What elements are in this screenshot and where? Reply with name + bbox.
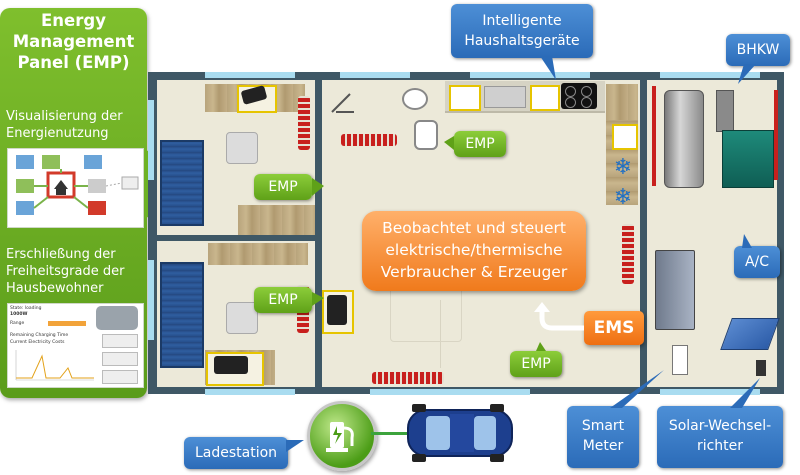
- lamp-icon: [214, 356, 248, 374]
- heater-icon: [341, 134, 397, 146]
- pipe: [652, 86, 656, 186]
- window: [470, 72, 590, 78]
- ems-label: EMS: [584, 311, 644, 345]
- thumb-remaining: Remaining Charging Time: [10, 333, 69, 338]
- visualisierung-label: Visualisierung der Energienutzung: [6, 109, 123, 141]
- smart-appliance: [530, 85, 560, 111]
- thumb-range-bar: [48, 321, 86, 326]
- oven-icon: [612, 124, 638, 150]
- emp-badge[interactable]: EMP: [254, 174, 312, 200]
- meter-icon: [672, 345, 688, 375]
- energy-visualisation-thumbnail: [7, 148, 144, 228]
- energy-flow-mini-diagram: [16, 155, 139, 215]
- plug-icon: [326, 422, 354, 452]
- freezer-icon: ❄: [613, 155, 633, 180]
- server-icon: [655, 250, 695, 330]
- sink-icon: [484, 86, 526, 108]
- heater-icon: [622, 224, 634, 284]
- electric-car-icon: [407, 404, 513, 462]
- thumb-range: Range: [10, 321, 25, 326]
- wood-floor: [606, 84, 638, 120]
- stove-icon: [561, 83, 597, 109]
- ac-label: A/C: [734, 246, 780, 278]
- chimney: [716, 90, 734, 132]
- window: [370, 389, 530, 395]
- thumb-line-chart: [15, 350, 94, 381]
- chair: [226, 302, 258, 334]
- storage-tank: [664, 90, 704, 188]
- couch-outline: [440, 300, 463, 368]
- inverter-icon: [756, 360, 766, 376]
- smart-meter-label: Smart Meter: [567, 406, 639, 468]
- emp-badge[interactable]: EMP: [454, 131, 506, 157]
- pipe: [774, 90, 778, 180]
- bed: [160, 140, 204, 226]
- wood-floor: [208, 243, 308, 265]
- thumb-state: State: loading: [10, 306, 42, 311]
- intelligente-haushaltsgeraete-label: Intelligente Haushaltsgeräte: [451, 4, 593, 58]
- window: [660, 389, 760, 395]
- freezer-icon: ❄: [613, 185, 633, 210]
- erschliessung-label: Erschließung der Freiheitsgrade der Haus…: [6, 247, 125, 296]
- toilet-icon: [402, 88, 428, 110]
- smart-appliance: [449, 85, 481, 111]
- lamp-icon: [327, 295, 347, 325]
- ems-description-box: Beobachtet und steuert elektrische/therm…: [362, 211, 586, 291]
- car-image: [96, 306, 138, 330]
- window: [205, 72, 295, 78]
- solar-wechselrichter-label: Solar-Wechsel- richter: [657, 406, 783, 468]
- thumb-button: [102, 370, 138, 384]
- window: [205, 389, 295, 395]
- window: [148, 260, 154, 340]
- wood-floor: [238, 205, 315, 235]
- charging-cable: [371, 432, 411, 435]
- thumb-button: [102, 352, 138, 366]
- emp-panel-title: Energy Management Panel (EMP): [12, 11, 135, 72]
- ladestation-label: Ladestation: [184, 437, 288, 469]
- charging-station-icon[interactable]: [307, 401, 377, 471]
- chair: [226, 132, 258, 164]
- window: [340, 72, 410, 78]
- emp-badge[interactable]: EMP: [510, 351, 562, 377]
- thumb-power: 1000W: [10, 312, 28, 317]
- thumb-button: [102, 334, 138, 348]
- window: [148, 100, 154, 180]
- shower-icon: [331, 93, 354, 113]
- sink-icon: [414, 120, 438, 150]
- heater-icon: [372, 372, 444, 384]
- window: [660, 72, 760, 78]
- bed: [160, 262, 204, 368]
- charging-screen-thumbnail: State: loading 1000W Range Remaining Cha…: [7, 303, 144, 388]
- curved-arrow-icon: [534, 302, 584, 331]
- bhkw-unit: [722, 130, 774, 188]
- heater-icon: [298, 96, 310, 150]
- bhkw-label: BHKW: [726, 34, 790, 66]
- emp-badge[interactable]: EMP: [254, 287, 312, 313]
- thumb-costs: Current Electricity Costs: [10, 340, 65, 345]
